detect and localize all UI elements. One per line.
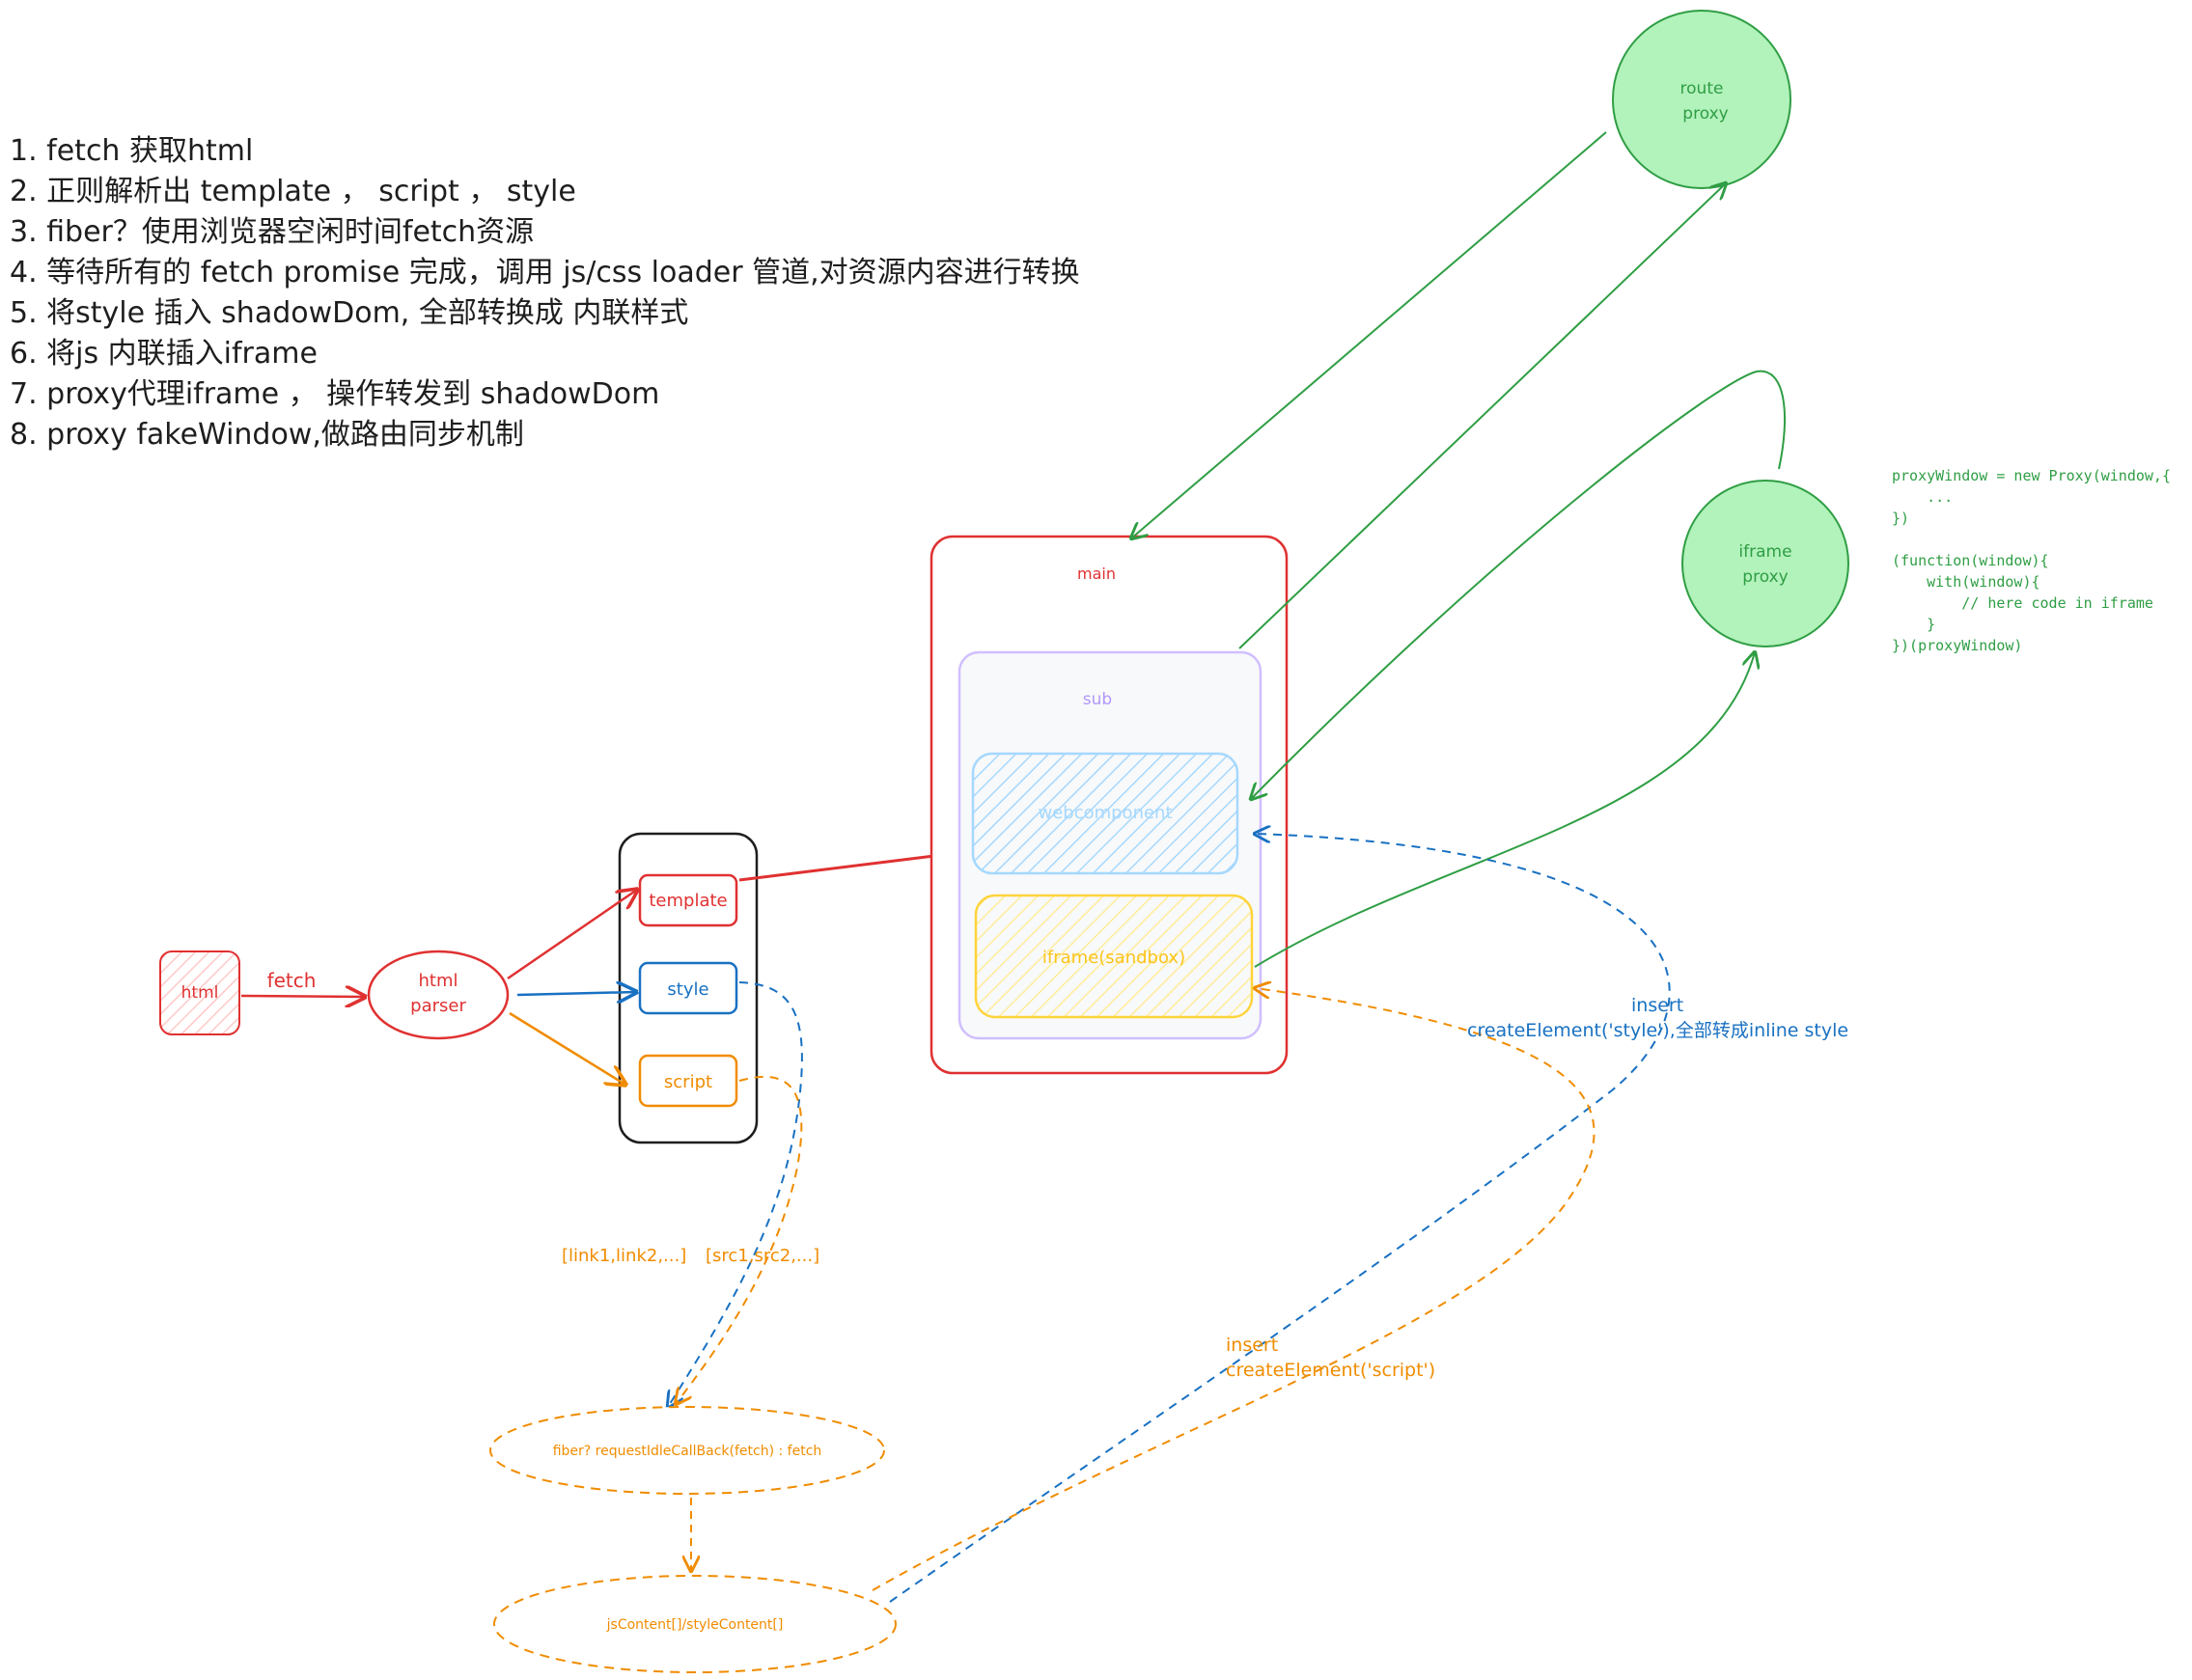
links-label: [link1,link2,...] (562, 1246, 686, 1266)
arrow-parser-script (509, 1011, 625, 1085)
arrow-content-iframe (872, 988, 1595, 1591)
content-node: jsContent[]/styleContent[] (493, 1575, 897, 1673)
srcs-label: [src1,src2,...] (706, 1246, 819, 1266)
code-line-8: } (1892, 616, 1935, 633)
webcomponent-label: webcomponent (1038, 803, 1172, 823)
insert-style-label-1: insert (1631, 995, 1683, 1016)
style-node: style (638, 961, 738, 1015)
script-label: script (664, 1072, 712, 1092)
iframe-sandbox-node: iframe(sandbox) (974, 894, 1254, 1019)
insert-script-label-1: insert (1226, 1335, 1278, 1356)
code-line-3: }) (1892, 510, 1909, 527)
arrow-iframeproxy-webcomponent (1251, 370, 1787, 799)
script-node: script (638, 1054, 738, 1108)
parser-label-2: parser (410, 996, 466, 1016)
step-4: 4. 等待所有的 fetch promise 完成，调用 js/css load… (10, 256, 1080, 289)
html-node-label: html (181, 983, 219, 1003)
arrow-style-fiber (668, 981, 803, 1407)
main-label: main (1077, 565, 1116, 583)
route-proxy-label-1: route (1680, 79, 1724, 98)
insert-style-label-2: createElement('style'),全部转成inline style (1467, 1020, 1848, 1041)
arrow-parser-template (507, 890, 637, 980)
sub-label: sub (1083, 690, 1112, 709)
fetch-label: fetch (267, 969, 317, 992)
insert-script-label-2: createElement('script') (1226, 1360, 1435, 1381)
step-2: 2. 正则解析出 template ， script ， style (10, 175, 576, 208)
arrow-sub-routeproxy (1238, 183, 1726, 649)
code-line-2: ... (1892, 488, 1953, 506)
template-label: template (649, 891, 727, 911)
iframe-proxy-node: iframe proxy (1681, 480, 1849, 647)
arrow-script-fiber (676, 1076, 803, 1404)
step-6: 6. 将js 内联插入iframe (10, 337, 318, 371)
iframe-sandbox-label: iframe(sandbox) (1042, 948, 1185, 968)
route-proxy-label-2: proxy (1682, 104, 1728, 124)
code-line-6: with(window){ (1892, 573, 2040, 591)
iframe-proxy-label-2: proxy (1742, 567, 1788, 587)
step-5: 5. 将style 插入 shadowDom, 全部转换成 内联样式 (10, 296, 688, 330)
content-label: jsContent[]/styleContent[] (606, 1617, 784, 1633)
html-parser-node: html parser (367, 950, 510, 1040)
steps-list: 1. fetch 获取html 2. 正则解析出 template ， scri… (10, 134, 1080, 452)
webcomponent-node: webcomponent (971, 752, 1239, 875)
fiber-node: fiber? requestIdleCallBack(fetch) : fetc… (489, 1406, 885, 1495)
step-3: 3. fiber？使用浏览器空闲时间fetch资源 (10, 215, 534, 249)
step-1: 1. fetch 获取html (10, 134, 253, 168)
parser-label-1: html (418, 971, 458, 991)
arrow-iframe-iframeproxy (1254, 652, 1755, 968)
style-label: style (667, 979, 708, 1000)
code-line-9: })(proxyWindow) (1892, 637, 2022, 654)
code-line-7: // here code in iframe (1892, 594, 2153, 612)
template-node: template (638, 873, 738, 927)
code-line-1: proxyWindow = new Proxy(window,{ (1892, 467, 2171, 484)
step-7: 7. proxy代理iframe ， 操作转发到 shadowDom (10, 377, 659, 411)
arrow-parser-style (516, 992, 636, 995)
iframe-proxy-label-1: iframe (1738, 542, 1791, 562)
code-line-5: (function(window){ (1892, 552, 2049, 569)
proxy-code-snippet: proxyWindow = new Proxy(window,{ ... }) … (1892, 467, 2171, 654)
arrow-content-webcomponent (889, 834, 1671, 1603)
route-proxy-node: route proxy (1612, 10, 1791, 189)
arrow-template-main (738, 853, 957, 882)
step-8: 8. proxy fakeWindow,做路由同步机制 (10, 418, 524, 452)
arrow-fetch (240, 996, 365, 997)
fiber-label: fiber? requestIdleCallBack(fetch) : fetc… (553, 1444, 822, 1459)
arrow-routeproxy-main (1131, 131, 1607, 538)
html-node: html (159, 950, 240, 1035)
